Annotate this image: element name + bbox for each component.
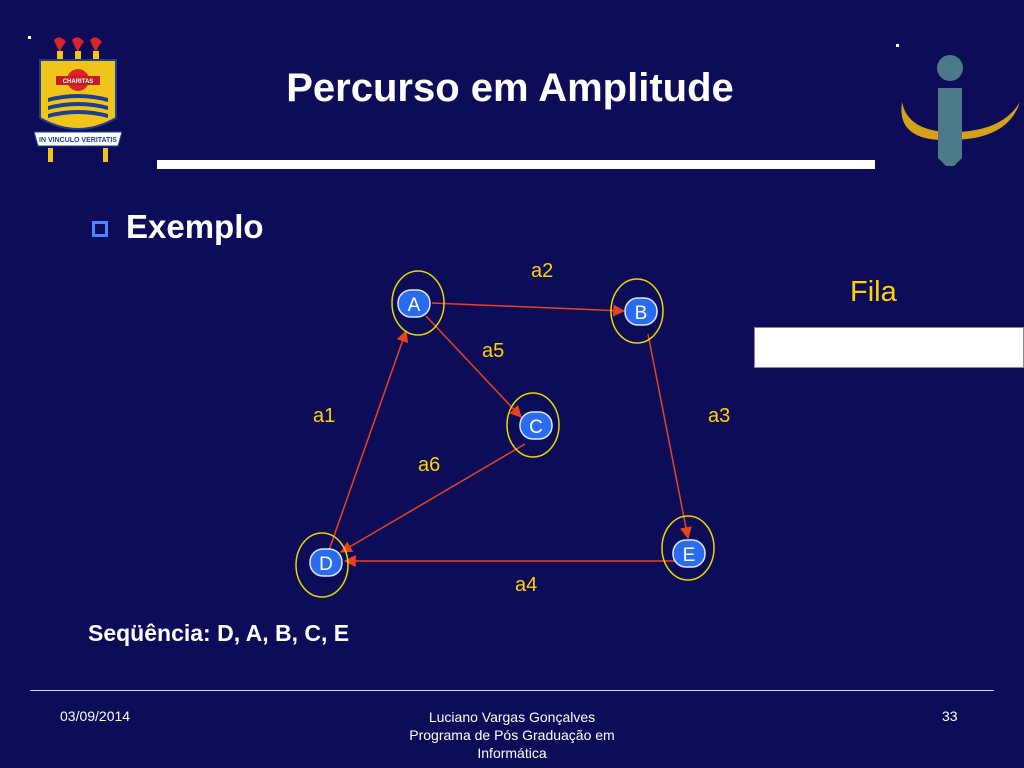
footer-program: Programa de Pós Graduação em	[409, 727, 615, 743]
node-label-b: B	[635, 303, 648, 324]
edge-a5	[425, 315, 522, 418]
graph-node-e: E	[661, 515, 715, 581]
edge-a6	[339, 443, 526, 553]
queue-label: Fila	[850, 276, 897, 308]
bullet-square-icon	[92, 221, 108, 237]
footer-divider	[30, 690, 994, 691]
title-underline	[157, 160, 875, 169]
node-label-e: E	[683, 545, 696, 566]
footer-author-name: Luciano Vargas Gonçalves	[428, 709, 596, 725]
svg-text:IN VINCULO VERITATIS: IN VINCULO VERITATIS	[39, 137, 117, 144]
footer-program-cont: Informática	[477, 745, 547, 761]
graph-node-d: D	[295, 532, 349, 598]
node-label-c: C	[529, 417, 543, 438]
svg-text:CHARITAS: CHARITAS	[63, 79, 94, 85]
edge-label-a3: a3	[708, 405, 730, 427]
graph-node-b: B	[610, 278, 664, 344]
edge-label-a4: a4	[515, 574, 537, 596]
university-logo: CHARITAS IN VINCULO VERITATIS	[26, 36, 130, 166]
page-number: 33	[942, 708, 958, 724]
edge-a1	[327, 329, 409, 554]
torch-icon	[54, 37, 102, 59]
edge-label-a5: a5	[482, 340, 504, 362]
footer-date: 03/09/2014	[60, 708, 131, 724]
node-label-a: A	[408, 295, 421, 316]
slide-title: Percurso em Amplitude	[286, 66, 734, 110]
edge-a2	[431, 302, 626, 317]
edge-a3	[647, 333, 692, 540]
footer-author: Luciano Vargas Gonçalves Programa de Pós…	[362, 708, 662, 762]
edge-label-a2: a2	[531, 260, 553, 282]
traversal-sequence: Seqüência: D, A, B, C, E	[88, 620, 350, 646]
bullet-heading: Exemplo	[126, 208, 264, 245]
edge-label-a1: a1	[313, 405, 335, 427]
informatics-logo	[890, 40, 1024, 170]
graph-node-c: C	[506, 392, 560, 458]
node-label-d: D	[319, 554, 333, 575]
queue-box	[754, 327, 1024, 368]
edge-label-a6: a6	[418, 454, 440, 476]
graph-node-a: A	[391, 270, 445, 336]
